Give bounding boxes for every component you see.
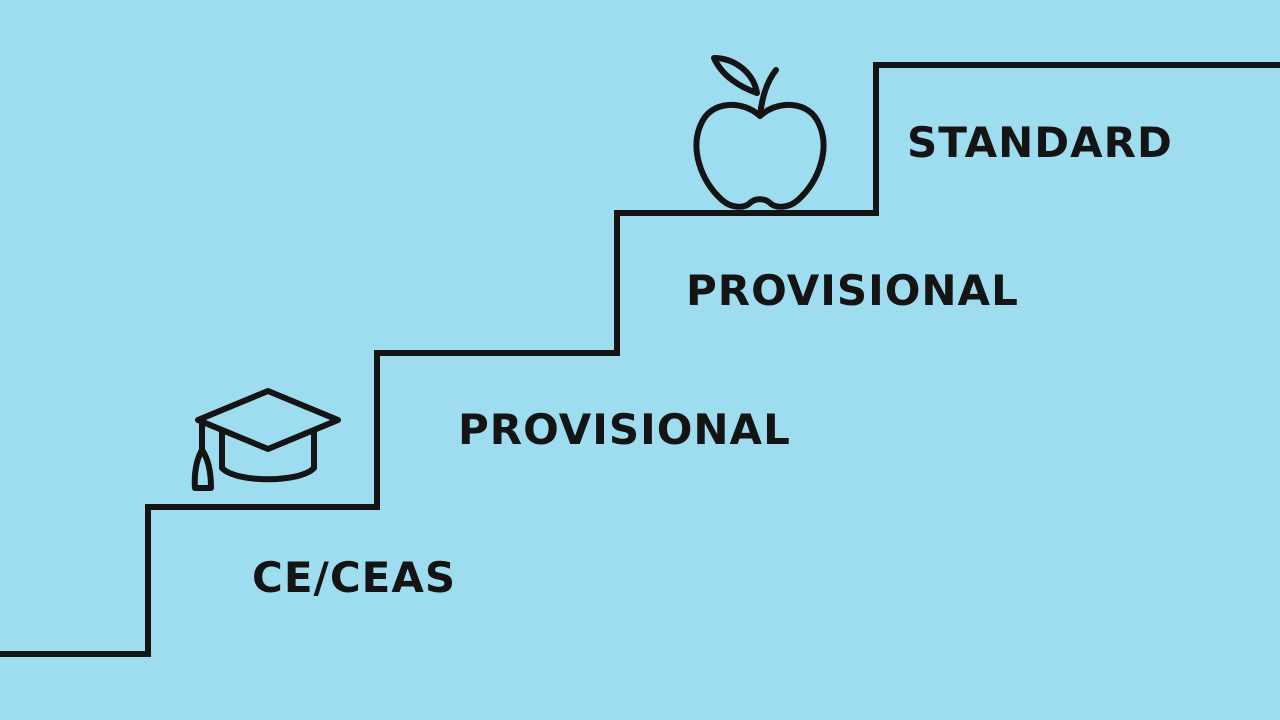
step-label-standard: STANDARD (907, 118, 1173, 167)
step-label-ce-ceas: CE/CEAS (252, 553, 457, 602)
step-label-provisional-2: PROVISIONAL (686, 266, 1019, 315)
step-label-provisional-1: PROVISIONAL (458, 405, 791, 454)
